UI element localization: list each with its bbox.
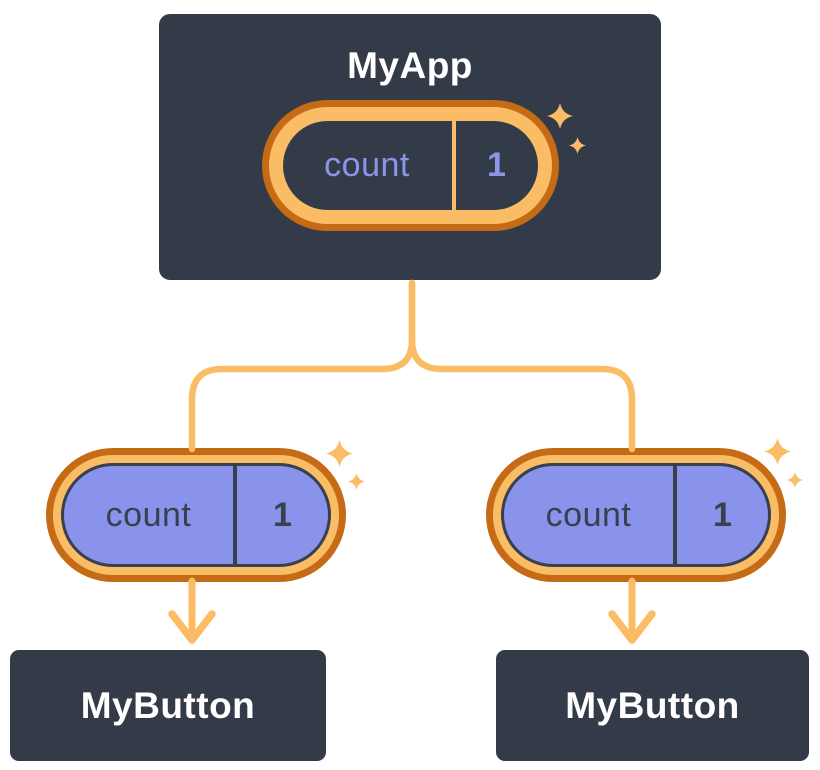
arrow-down-icon bbox=[608, 610, 656, 644]
state-pill-body: count 1 bbox=[501, 463, 771, 567]
state-pill-left: count 1 bbox=[46, 448, 346, 582]
mybutton-title: MyButton bbox=[565, 684, 740, 726]
state-pill-ring: count 1 bbox=[268, 107, 552, 224]
myapp-title: MyApp bbox=[347, 45, 473, 86]
state-label: count bbox=[545, 495, 632, 534]
state-value: 1 bbox=[273, 495, 292, 534]
state-pill-right: count 1 bbox=[486, 448, 786, 582]
connector-left-branch bbox=[188, 279, 416, 453]
sparkle-icon bbox=[787, 472, 803, 488]
pill-divider bbox=[233, 466, 237, 564]
sparkle-icon bbox=[348, 473, 365, 490]
state-value-cell: 1 bbox=[456, 121, 538, 210]
state-pill-ring: count 1 bbox=[53, 455, 339, 575]
state-pill-ring: count 1 bbox=[493, 455, 779, 575]
arrow-down-icon bbox=[168, 610, 216, 644]
state-pill-body: count 1 bbox=[61, 463, 331, 567]
state-label-cell: count bbox=[504, 466, 673, 564]
state-pill-myapp: count 1 bbox=[261, 100, 559, 231]
state-value-cell: 1 bbox=[677, 466, 768, 564]
state-value: 1 bbox=[713, 495, 732, 534]
state-label: count bbox=[324, 146, 410, 184]
sparkle-icon bbox=[326, 440, 353, 467]
myapp-card: MyApp count 1 bbox=[157, 12, 663, 282]
state-label-cell: count bbox=[64, 466, 233, 564]
pill-divider bbox=[451, 121, 456, 210]
mybutton-card-right: MyButton bbox=[494, 648, 811, 763]
connector-right-branch bbox=[408, 279, 636, 453]
pill-divider bbox=[673, 466, 677, 564]
state-label: count bbox=[105, 495, 192, 534]
state-value: 1 bbox=[487, 146, 506, 184]
mybutton-title: MyButton bbox=[80, 684, 256, 726]
state-value-cell: 1 bbox=[237, 466, 328, 564]
sparkle-icon bbox=[764, 438, 791, 465]
state-pill-body: count 1 bbox=[282, 121, 538, 210]
state-label-cell: count bbox=[283, 121, 452, 210]
mybutton-card-left: MyButton bbox=[8, 648, 328, 763]
